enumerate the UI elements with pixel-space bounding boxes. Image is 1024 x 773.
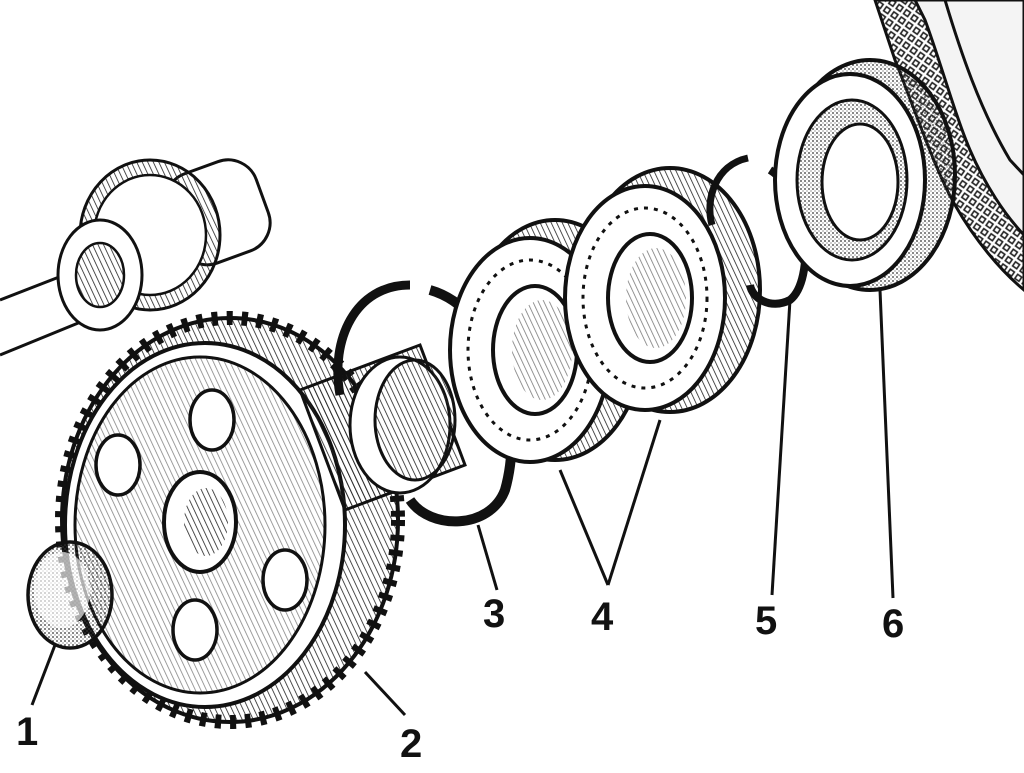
leader-lines [30, 289, 895, 717]
ball-bearing-front [448, 218, 645, 464]
callout-2: 2 [400, 722, 422, 766]
callout-3: 3 [483, 592, 505, 636]
ball-bearing-rear [563, 166, 762, 414]
leader-line-6 [878, 289, 895, 599]
leader-line-4b [606, 419, 662, 586]
callout-labels: 1 2 3 4 5 6 [16, 592, 904, 766]
callout-1: 1 [16, 710, 38, 754]
leader-line-1 [30, 644, 57, 706]
callout-6: 6 [882, 602, 904, 646]
callout-4: 4 [591, 595, 614, 639]
leader-line-3 [476, 524, 499, 591]
callout-5: 5 [755, 599, 777, 643]
leader-line-5 [770, 299, 792, 596]
leader-line-4a [558, 469, 610, 586]
oil-seal-6 [773, 58, 957, 292]
leader-line-2 [363, 670, 407, 717]
main-gear [55, 311, 405, 729]
pinion-gear [0, 158, 272, 357]
cap [26, 540, 114, 650]
